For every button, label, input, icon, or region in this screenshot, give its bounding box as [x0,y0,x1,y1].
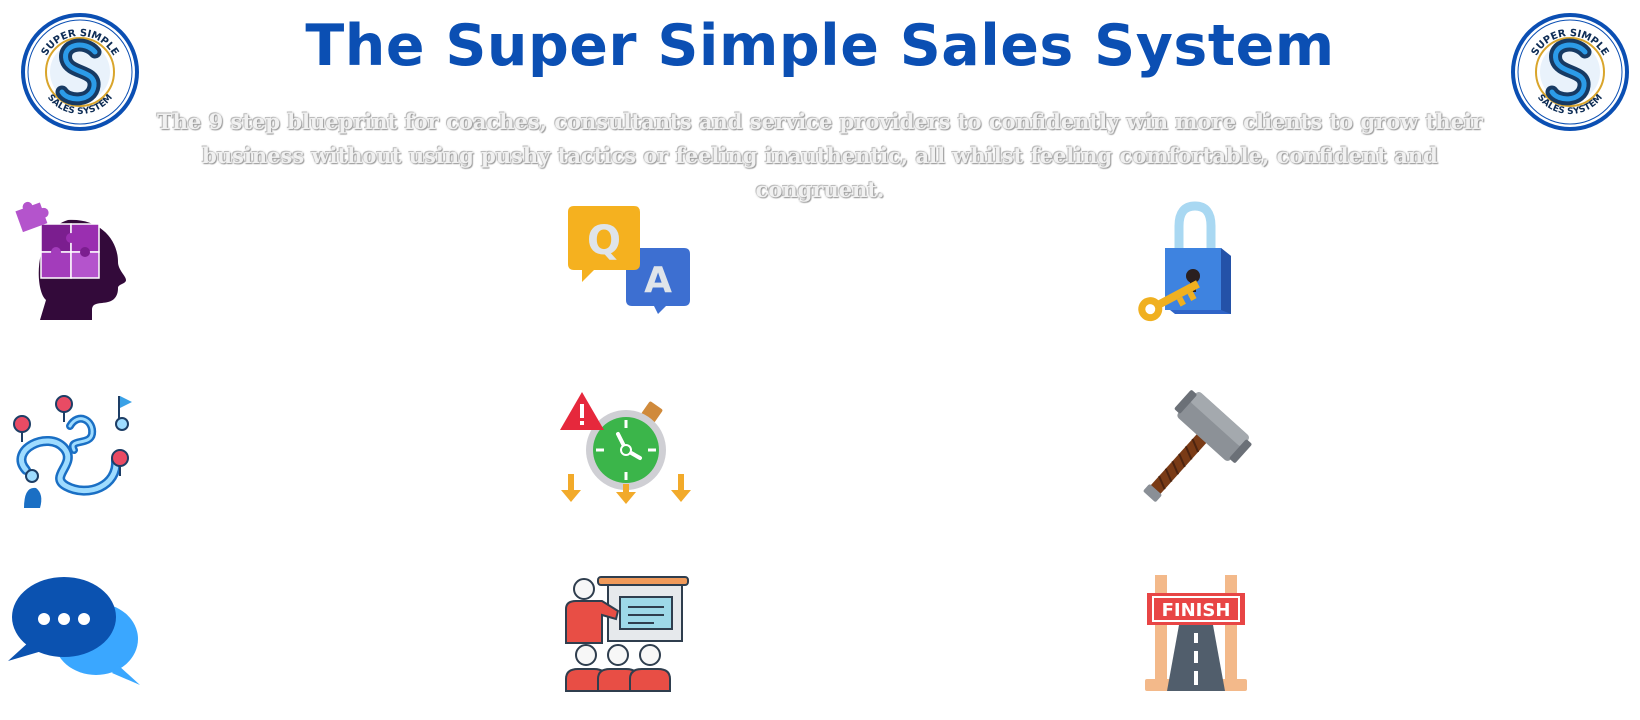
lock-and-key-icon [1125,200,1260,330]
finish-line-icon: FINISH [1125,575,1260,705]
q-and-a-icon: Q A [558,200,693,330]
finish-label: FINISH [1162,600,1231,621]
mindset-puzzle-head-icon [8,200,143,330]
hammer-icon [1125,390,1260,520]
presentation-audience-icon [558,575,693,705]
roadmap-journey-icon [8,390,143,520]
page-subtitle: The 9 step blueprint for coaches, consul… [157,109,1483,202]
a-label: A [644,260,672,301]
logo-right: SUPER SIMPLE SALES SYSTEM [1510,12,1630,132]
page-title: The Super Simple Sales System [305,13,1335,79]
q-label: Q [587,218,621,264]
alarm-clock-urgency-icon [558,390,693,520]
chat-bubbles-icon [8,575,143,705]
logo-left: SUPER SIMPLE SALES SYSTEM [20,12,140,132]
